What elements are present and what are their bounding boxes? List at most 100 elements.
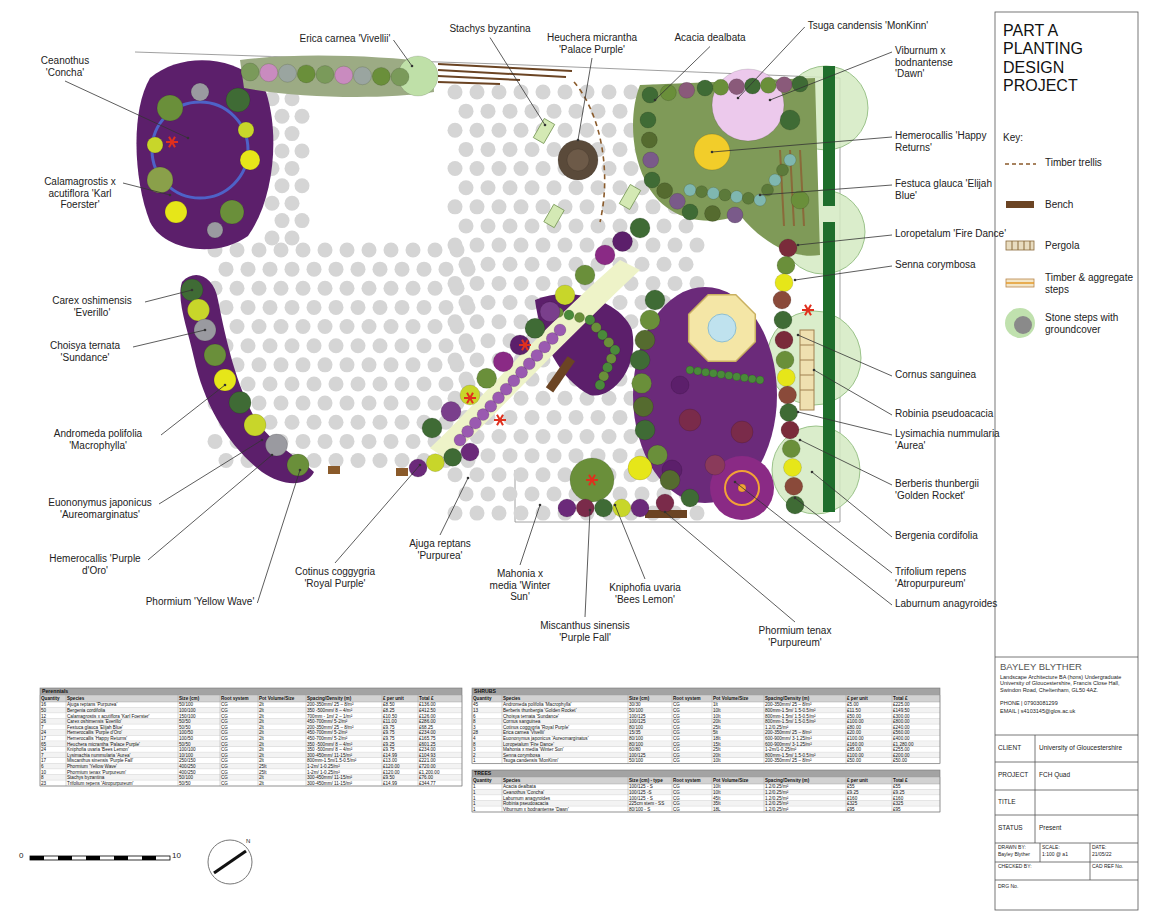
- designer-email: EMAIL | s4103145@glos.ac.uk: [1000, 708, 1075, 714]
- pergola: [438, 82, 500, 84]
- stepping-stone: [295, 109, 310, 124]
- table-header: Species: [503, 696, 520, 701]
- plant-symbol: [575, 313, 585, 323]
- plant-callout: Ajuga reptans 'Purpurea': [395, 538, 485, 561]
- stepping-stone: [417, 300, 432, 315]
- table-header: Species: [503, 778, 520, 783]
- table-row: [472, 719, 940, 725]
- title-block-field: DRAWN BY:: [998, 845, 1026, 851]
- stepping-stone: [285, 376, 300, 391]
- timber-steps: [328, 466, 340, 474]
- plant-callout: Loropetalum 'Fire Dance': [895, 228, 1006, 240]
- plant-symbol: [669, 193, 685, 209]
- plant-symbol: [426, 454, 444, 472]
- plant-symbol: [214, 369, 236, 391]
- table-cell: 15lt: [713, 742, 720, 747]
- stepping-stone: [329, 262, 344, 277]
- stachys-planting: [533, 118, 554, 143]
- table-cell: 20lt: [713, 753, 720, 758]
- legend-sample: [1006, 279, 1034, 287]
- table-cell: £234.00: [419, 730, 436, 735]
- table-header: Root system: [221, 696, 249, 701]
- leader-line: [798, 412, 892, 435]
- table-border: [472, 688, 940, 764]
- table-cell: £601.25: [419, 742, 436, 747]
- stepping-stone: [329, 415, 344, 430]
- plant-symbol: [595, 380, 605, 390]
- table-row: [472, 806, 940, 812]
- plant-symbol: [575, 265, 595, 285]
- leader-dot: [664, 511, 667, 514]
- table-cell: Berberis thunbergia 'Golden Rocket': [503, 708, 577, 713]
- table-cell: £325: [847, 801, 857, 806]
- table-row: [40, 730, 462, 736]
- title-block: [1040, 843, 1041, 862]
- table-cell: 80/100: [629, 725, 643, 730]
- stepping-stone: [296, 357, 311, 372]
- plant-symbol: [194, 319, 216, 341]
- leader-line: [795, 266, 892, 280]
- table-cell: 12: [41, 714, 46, 719]
- stepping-stone: [373, 262, 388, 277]
- stepping-stone: [448, 276, 463, 291]
- table-cell: CG: [673, 725, 680, 730]
- stepping-stone: [459, 180, 474, 195]
- stepping-stone: [536, 276, 551, 291]
- plant-symbol: [644, 172, 660, 188]
- table-cell: £10.50: [383, 714, 397, 719]
- stepping-stone: [481, 142, 496, 157]
- plant-symbol: [705, 455, 725, 475]
- stepping-stone: [384, 396, 399, 411]
- stepping-stone: [417, 262, 432, 277]
- stepping-stone: [296, 243, 311, 258]
- table-cell: 18lt: [713, 736, 720, 741]
- table-cell: £95: [847, 807, 855, 812]
- plant-symbol: [335, 66, 353, 84]
- plant-symbol: [777, 369, 795, 387]
- plant-symbol: [645, 290, 665, 310]
- tree-symbol: [805, 305, 811, 315]
- plant-callout: Heuchera micrantha 'Palace Purple': [542, 32, 642, 55]
- plant-symbol: [640, 112, 656, 128]
- title-block: [1035, 735, 1036, 843]
- stepping-stone: [406, 319, 421, 334]
- stepping-stone: [514, 467, 529, 482]
- table-cell: CG: [673, 708, 680, 713]
- table-rule: [712, 777, 713, 812]
- table-rule: [472, 784, 940, 785]
- leader-dot: [544, 124, 547, 127]
- stepping-stone: [296, 396, 311, 411]
- table-rule: [502, 777, 503, 812]
- stepping-stone: [481, 257, 496, 272]
- table-cell: £76.00: [419, 775, 433, 780]
- leader-dot: [419, 464, 422, 467]
- plant-symbol: [241, 63, 259, 81]
- table-row: [472, 702, 940, 708]
- table-cell: CG: [673, 753, 680, 758]
- stepping-stone: [536, 429, 551, 444]
- leader-dot: [299, 469, 302, 472]
- table-cell: 17: [41, 758, 46, 763]
- stepping-stone: [428, 396, 443, 411]
- stepping-stone: [241, 300, 256, 315]
- table-cell: £9.25: [893, 790, 905, 795]
- table-cell: Hemerocallis 'Happy Returns': [67, 736, 127, 741]
- table-rule: [628, 695, 629, 764]
- table-cell: 2lt: [259, 753, 264, 758]
- stepping-stone: [503, 448, 518, 463]
- stepping-stone: [503, 486, 518, 501]
- stepping-stone: [307, 376, 322, 391]
- plant-symbol: [477, 368, 497, 388]
- plant-symbol: [610, 345, 620, 355]
- stepping-stone: [448, 352, 463, 367]
- leader-line: [615, 505, 645, 579]
- table-cell: Ceanothus 'Concha': [503, 790, 544, 795]
- table-cell: CG: [673, 784, 680, 789]
- table-cell: 25lt: [713, 747, 720, 752]
- stepping-stone: [646, 199, 661, 214]
- plant-symbol: [207, 222, 223, 238]
- stepping-stone: [602, 429, 617, 444]
- table-cell: £85.00: [847, 747, 861, 752]
- table-cell: £9.25: [383, 742, 395, 747]
- table-row: [40, 780, 462, 786]
